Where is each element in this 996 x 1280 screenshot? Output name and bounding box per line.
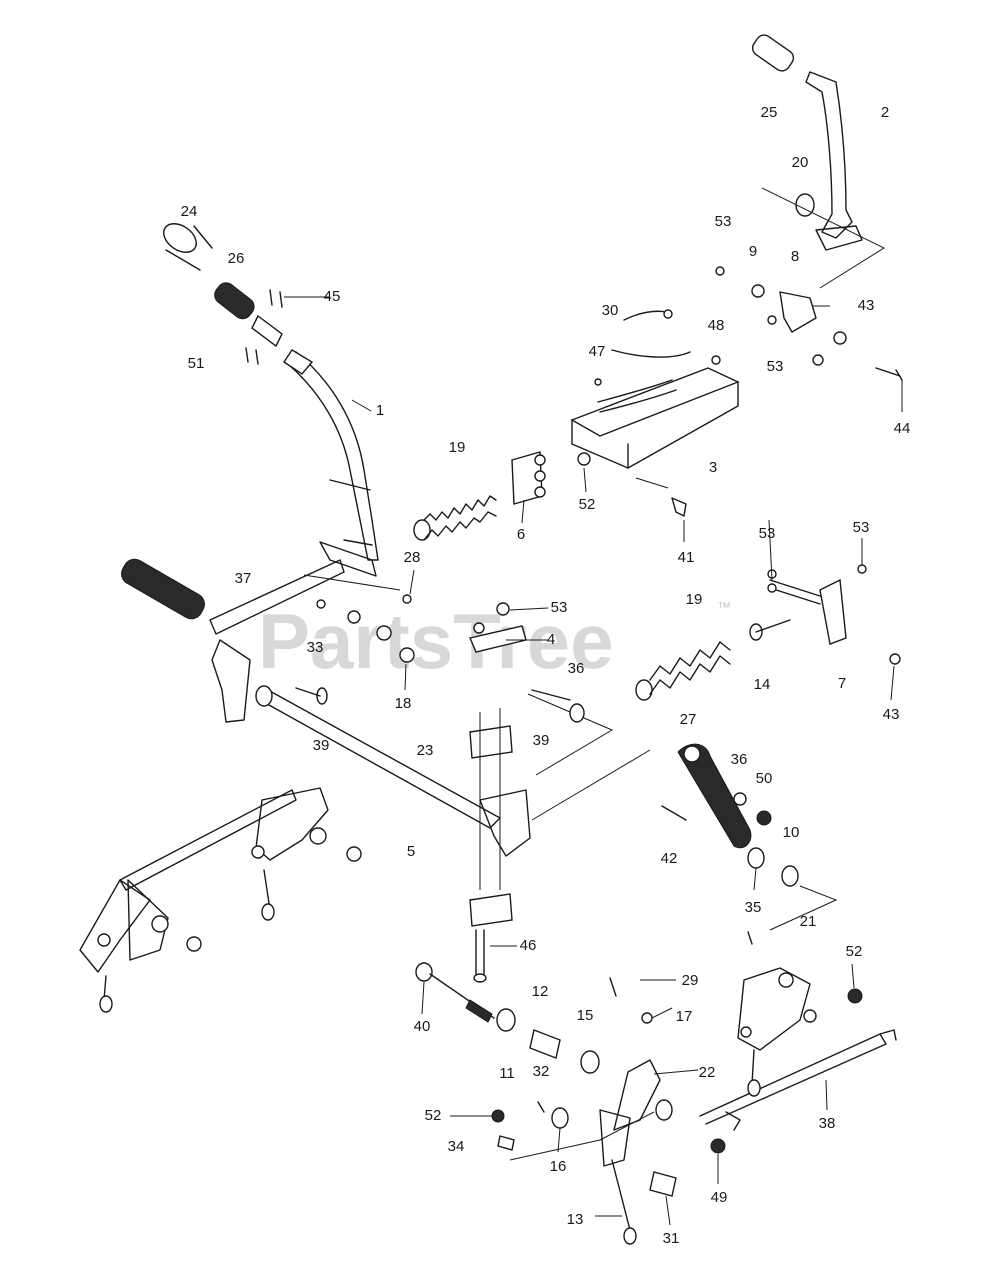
callout-c28[interactable]: 28: [404, 549, 421, 566]
lift-lever-assembly: [163, 223, 379, 561]
callout-c41[interactable]: 41: [678, 549, 695, 566]
callout-c20[interactable]: 20: [792, 154, 809, 171]
lift-shaft-assembly: [255, 602, 651, 983]
callout-c52b[interactable]: 52: [846, 943, 863, 960]
callout-c4[interactable]: 4: [547, 631, 555, 648]
callout-c30[interactable]: 30: [602, 302, 619, 319]
callout-c1[interactable]: 1: [376, 402, 384, 419]
callout-c22[interactable]: 22: [699, 1064, 716, 1081]
callout-c42[interactable]: 42: [661, 850, 678, 867]
leader-lines: [284, 296, 903, 1226]
callout-c15[interactable]: 15: [577, 1007, 594, 1024]
springs: [413, 451, 731, 701]
callout-c51[interactable]: 51: [188, 355, 205, 372]
callout-c14[interactable]: 14: [754, 676, 771, 693]
callout-c13[interactable]: 13: [567, 1211, 584, 1228]
callout-c21[interactable]: 21: [800, 913, 817, 930]
callout-c16[interactable]: 16: [550, 1158, 567, 1175]
callout-c12[interactable]: 12: [532, 983, 549, 1000]
callout-c9[interactable]: 9: [749, 243, 757, 260]
callout-c17[interactable]: 17: [676, 1008, 693, 1025]
callout-c36a[interactable]: 36: [568, 660, 585, 677]
callout-c40[interactable]: 40: [414, 1018, 431, 1035]
callout-c23[interactable]: 23: [417, 742, 434, 759]
callout-c53e[interactable]: 53: [551, 599, 568, 616]
callout-c19a[interactable]: 19: [449, 439, 466, 456]
callout-c38[interactable]: 38: [819, 1115, 836, 1132]
height-adjust-plate: [570, 309, 740, 517]
callout-c27[interactable]: 27: [680, 711, 697, 728]
callout-c32[interactable]: 32: [533, 1063, 550, 1080]
callout-c46[interactable]: 46: [520, 937, 537, 954]
callout-c53c[interactable]: 53: [759, 525, 776, 542]
callout-c50[interactable]: 50: [756, 770, 773, 787]
callout-c39b[interactable]: 39: [533, 732, 550, 749]
callout-c53b[interactable]: 53: [767, 358, 784, 375]
callout-c33[interactable]: 33: [307, 639, 324, 656]
callout-labels: 1234567891011121314151617181919202122232…: [181, 104, 911, 1247]
pedal-assembly: [715, 34, 903, 381]
callout-c5[interactable]: 5: [407, 843, 415, 860]
callout-c49[interactable]: 49: [711, 1189, 728, 1206]
callout-c36b[interactable]: 36: [731, 751, 748, 768]
callout-c47[interactable]: 47: [589, 343, 606, 360]
callout-c29[interactable]: 29: [682, 972, 699, 989]
callout-c53a[interactable]: 53: [715, 213, 732, 230]
callout-c18[interactable]: 18: [395, 695, 412, 712]
callout-c24[interactable]: 24: [181, 203, 198, 220]
callout-c7[interactable]: 7: [838, 675, 846, 692]
callout-c44[interactable]: 44: [894, 420, 911, 437]
callout-c34[interactable]: 34: [448, 1138, 465, 1155]
left-hanger-assembly: [79, 787, 362, 1013]
callout-c10[interactable]: 10: [783, 824, 800, 841]
callout-c43b[interactable]: 43: [883, 706, 900, 723]
callout-c2[interactable]: 2: [881, 104, 889, 121]
lower-right-assembly: [415, 931, 897, 1245]
callout-c26[interactable]: 26: [228, 250, 245, 267]
callout-c35[interactable]: 35: [745, 899, 762, 916]
watermark-trademark: ™: [717, 599, 731, 615]
callout-c52c[interactable]: 52: [425, 1107, 442, 1124]
callout-c45[interactable]: 45: [324, 288, 341, 305]
watermark-text: PartsTree: [258, 597, 614, 685]
callout-c6[interactable]: 6: [517, 526, 525, 543]
callout-c8[interactable]: 8: [791, 248, 799, 265]
right-bracket: [749, 564, 901, 665]
callout-c37[interactable]: 37: [235, 570, 252, 587]
callout-c39a[interactable]: 39: [313, 737, 330, 754]
callout-c43a[interactable]: 43: [858, 297, 875, 314]
left-link-assembly: [121, 541, 415, 723]
callout-c19b[interactable]: 19: [686, 591, 703, 608]
lift-arm: [661, 743, 838, 931]
callout-c53d[interactable]: 53: [853, 519, 870, 536]
callout-c11[interactable]: 11: [499, 1065, 515, 1082]
callout-c31[interactable]: 31: [663, 1230, 680, 1247]
callout-c52a[interactable]: 52: [579, 496, 596, 513]
callout-c25[interactable]: 25: [761, 104, 778, 121]
callout-c48[interactable]: 48: [708, 317, 725, 334]
callout-c3[interactable]: 3: [709, 459, 717, 476]
